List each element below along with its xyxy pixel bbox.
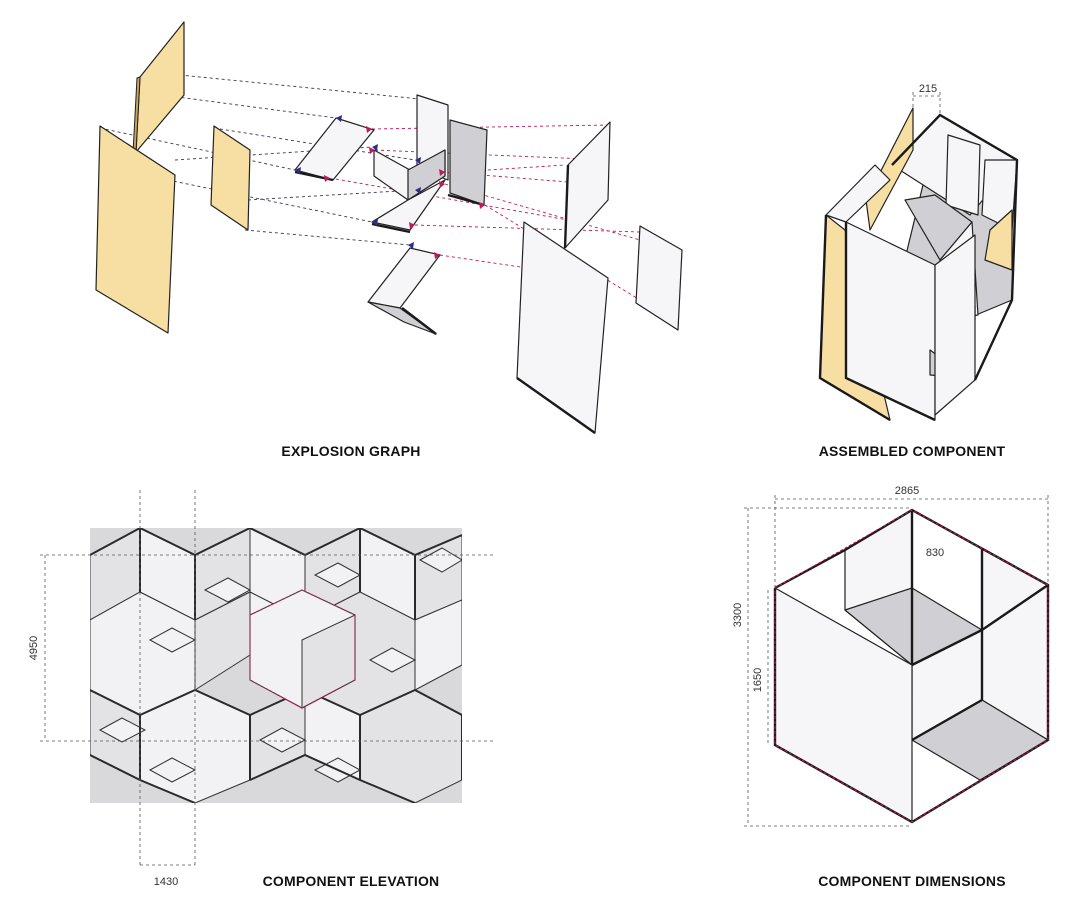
elevation-dimension-lines xyxy=(40,490,495,866)
yellow-panel-tall xyxy=(95,125,176,334)
component-dimensions: 2865 3300 1650 830 COMPONENT DIMENSIONS xyxy=(732,485,1050,889)
elevation-height-label: 4950 xyxy=(28,636,40,660)
overall-height-label: 3300 xyxy=(732,603,744,627)
explosion-graph-caption: EXPLOSION GRAPH xyxy=(281,443,420,459)
assembled-component-caption: ASSEMBLED COMPONENT xyxy=(819,443,1006,459)
assembled-component: 215 ASSEMBLED COMPONENT xyxy=(819,83,1019,459)
inner-depth-label: 830 xyxy=(926,547,944,559)
component-elevation-caption: COMPONENT ELEVATION xyxy=(263,873,440,889)
v-component-center xyxy=(371,149,446,234)
right-panel-small xyxy=(635,225,683,331)
component-elevation: 4950 1430 COMPONENT ELEVATION xyxy=(28,490,495,889)
elevation-width-label: 1430 xyxy=(154,876,178,888)
half-height-label: 1650 xyxy=(752,668,764,692)
assembled-depth-label: 215 xyxy=(919,83,937,95)
arrow-heads xyxy=(295,115,485,259)
yellow-panel-small xyxy=(210,125,251,231)
right-panel-tall xyxy=(516,221,609,434)
yellow-panel-top xyxy=(135,21,185,153)
elevation-pattern xyxy=(90,528,462,803)
overall-width-label: 2865 xyxy=(895,485,919,497)
component-dimensions-caption: COMPONENT DIMENSIONS xyxy=(818,873,1006,889)
explosion-graph: EXPLOSION GRAPH xyxy=(95,21,683,459)
v-component-lower xyxy=(367,247,441,335)
tall-fin-left xyxy=(416,94,488,207)
chevron-component-upper xyxy=(294,117,375,182)
